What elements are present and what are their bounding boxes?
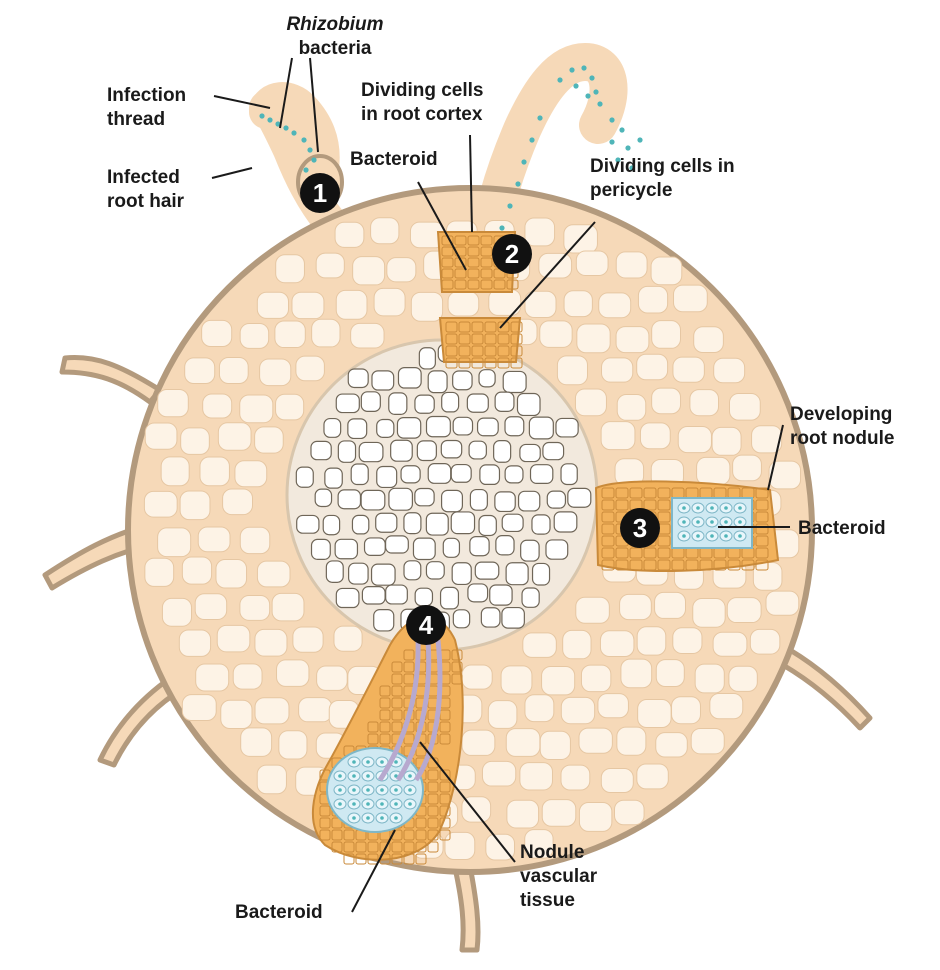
step-2-marker: 2 bbox=[492, 234, 532, 274]
label-bacteria: bacteria bbox=[299, 38, 372, 59]
label-developing-nodule-1: Developing bbox=[790, 404, 892, 425]
stele-cells bbox=[295, 343, 592, 634]
root-hair-right bbox=[780, 647, 873, 731]
label-infection-thread-2: thread bbox=[107, 109, 165, 130]
label-infected-root-hair-2: root hair bbox=[107, 191, 185, 212]
step-3-number: 3 bbox=[633, 513, 647, 543]
developing-root-nodule bbox=[594, 480, 780, 573]
label-vascular-1: Nodule bbox=[520, 842, 584, 863]
step-4-number: 4 bbox=[419, 610, 434, 640]
leader-lines bbox=[211, 57, 790, 913]
label-vascular-2: vascular bbox=[520, 866, 598, 887]
label-infection-thread-1: Infection bbox=[107, 85, 186, 106]
label-bacteroid-right: Bacteroid bbox=[798, 518, 886, 539]
label-bacteroid-top: Bacteroid bbox=[350, 149, 438, 170]
label-rhizobium: Rhizobium bbox=[286, 14, 383, 35]
label-pericycle-1: Dividing cells in bbox=[590, 156, 735, 177]
label-root-cortex-1: Dividing cells bbox=[361, 80, 483, 101]
step-1-marker: 1 bbox=[300, 173, 340, 213]
root-hair-left-upper bbox=[59, 355, 163, 405]
root-cross-section bbox=[125, 185, 815, 875]
step-markers: 1 2 3 4 bbox=[300, 173, 660, 645]
root-hair-bottom bbox=[452, 863, 481, 953]
mature-nodule bbox=[311, 616, 464, 865]
label-pericycle-2: pericycle bbox=[590, 180, 672, 201]
label-developing-nodule-2: root nodule bbox=[790, 428, 894, 449]
label-vascular-3: tissue bbox=[520, 890, 575, 911]
dividing-cells-pericycle bbox=[438, 317, 523, 369]
step-2-number: 2 bbox=[505, 239, 519, 269]
label-root-cortex-2: in root cortex bbox=[361, 104, 483, 125]
step-3-marker: 3 bbox=[620, 508, 660, 548]
label-bacteroid-bottom: Bacteroid bbox=[235, 902, 323, 923]
labels: Rhizobium bacteria Infection thread Infe… bbox=[107, 14, 894, 923]
step-1-number: 1 bbox=[313, 178, 327, 208]
step-4-marker: 4 bbox=[406, 605, 446, 645]
label-infected-root-hair-1: Infected bbox=[107, 167, 180, 188]
